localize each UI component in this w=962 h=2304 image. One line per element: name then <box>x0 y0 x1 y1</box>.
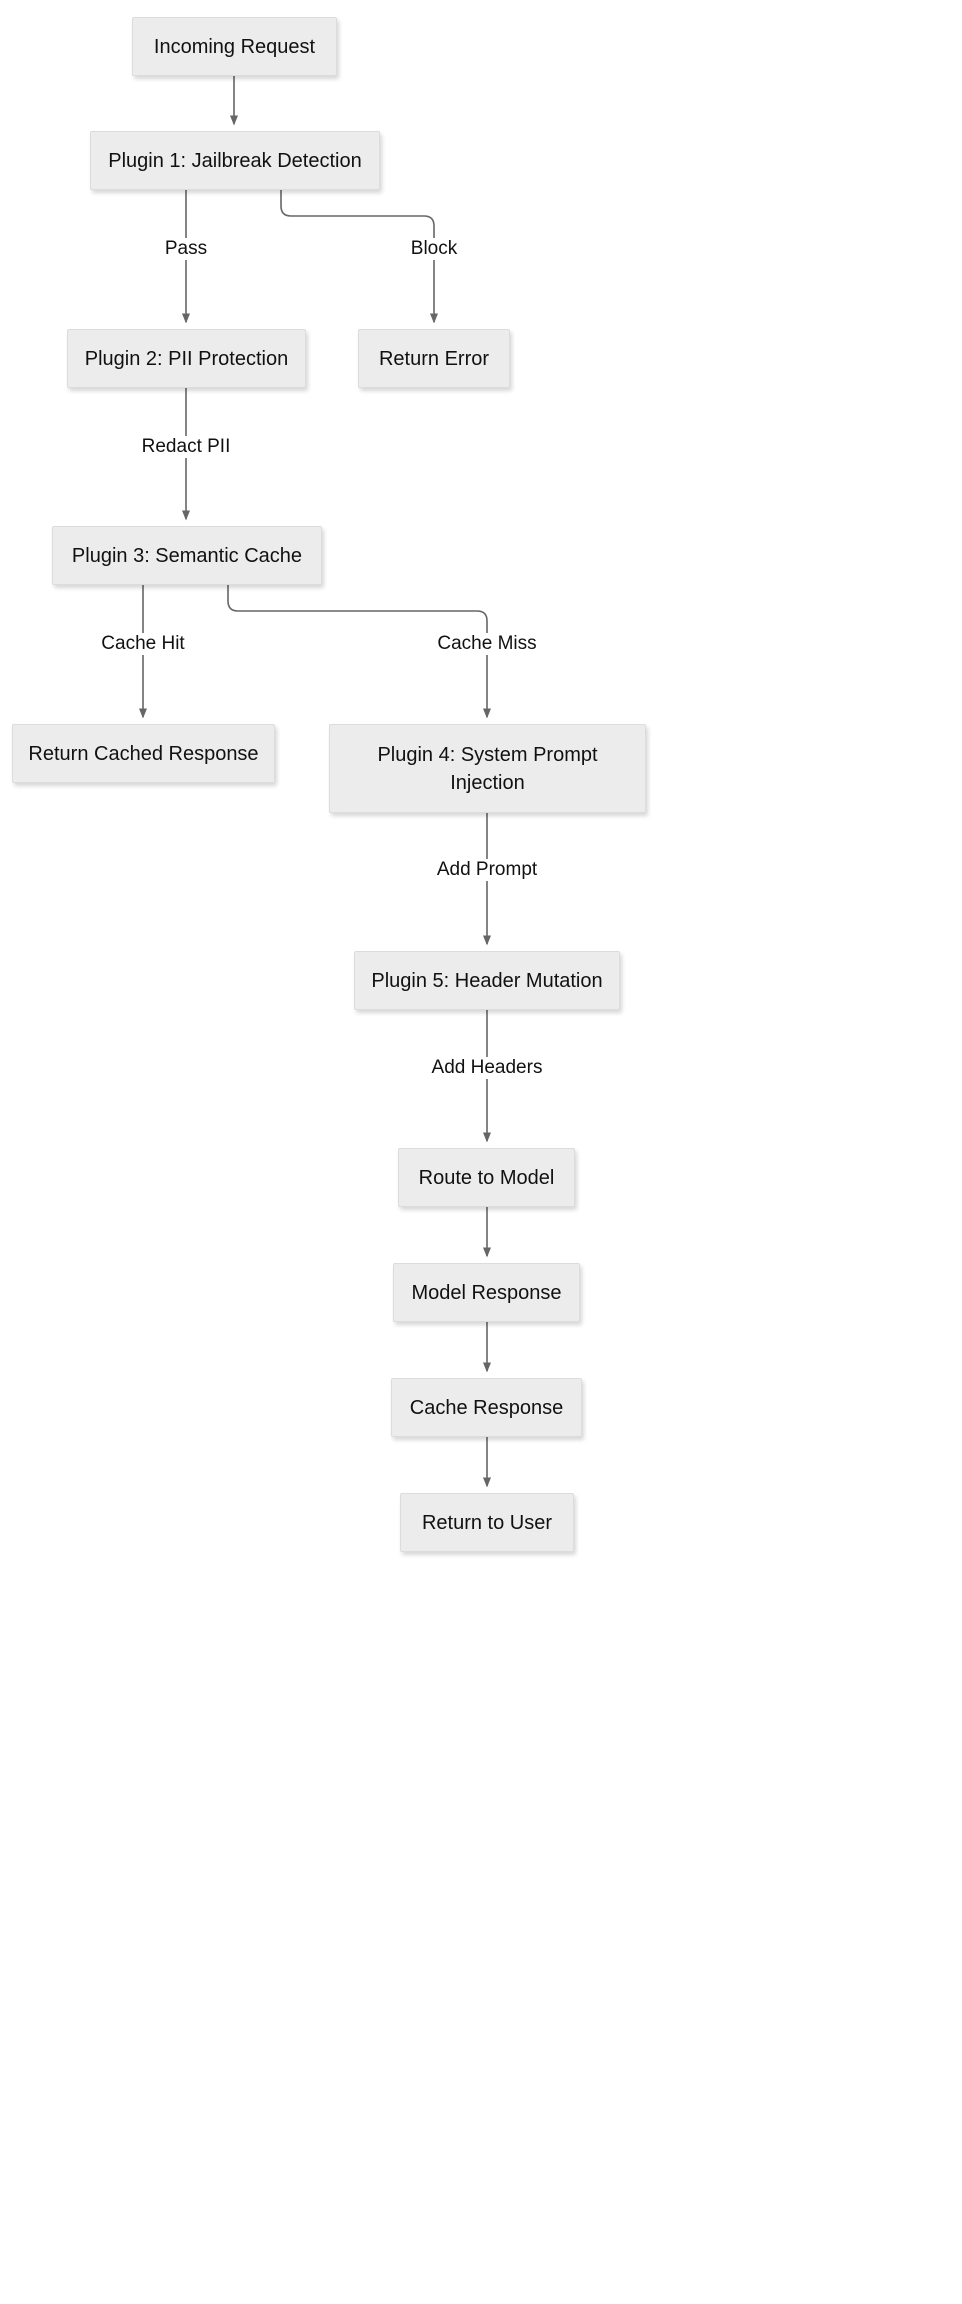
edge-label-pass: Pass <box>160 238 212 260</box>
edge-label-add-headers: Add Headers <box>427 1057 547 1079</box>
node-plugin-5-header-mutation[interactable]: Plugin 5: Header Mutation <box>354 951 620 1010</box>
node-plugin-4-system-prompt-injection[interactable]: Plugin 4: System Prompt Injection <box>329 724 646 813</box>
edge-label-cache-miss: Cache Miss <box>433 633 541 655</box>
node-label: Plugin 1: Jailbreak Detection <box>108 149 362 172</box>
node-route-to-model[interactable]: Route to Model <box>398 1148 575 1207</box>
node-cache-response[interactable]: Cache Response <box>391 1378 582 1437</box>
node-label: Return Error <box>378 347 490 370</box>
node-label: Plugin 3: Semantic Cache <box>71 544 303 567</box>
node-return-error[interactable]: Return Error <box>358 329 510 388</box>
node-incoming-request[interactable]: Incoming Request <box>132 17 337 76</box>
node-label: Return to User <box>421 1511 553 1534</box>
edge-label-add-prompt: Add Prompt <box>432 859 542 881</box>
node-label: Plugin 4: System Prompt Injection <box>377 743 598 794</box>
node-plugin-3-semantic-cache[interactable]: Plugin 3: Semantic Cache <box>52 526 322 585</box>
edge-plugin1-block-upper <box>280 190 435 238</box>
node-return-to-user[interactable]: Return to User <box>400 1493 574 1552</box>
node-model-response[interactable]: Model Response <box>393 1263 580 1322</box>
node-label: Cache Response <box>409 1396 564 1419</box>
edge-label-cache-hit: Cache Hit <box>97 633 189 655</box>
node-label: Model Response <box>411 1281 562 1304</box>
edge-label-block: Block <box>406 238 462 260</box>
node-return-cached-response[interactable]: Return Cached Response <box>12 724 275 783</box>
node-label: Plugin 5: Header Mutation <box>371 969 603 992</box>
edge-label-redact-pii: Redact PII <box>137 436 235 458</box>
node-plugin-1-jailbreak-detection[interactable]: Plugin 1: Jailbreak Detection <box>90 131 380 190</box>
node-plugin-2-pii-protection[interactable]: Plugin 2: PII Protection <box>67 329 306 388</box>
node-label: Plugin 2: PII Protection <box>84 347 289 370</box>
node-label: Return Cached Response <box>28 742 259 765</box>
node-label: Route to Model <box>418 1166 555 1189</box>
node-label: Incoming Request <box>153 35 316 58</box>
edge-plugin3-cachemiss-upper <box>227 585 488 633</box>
